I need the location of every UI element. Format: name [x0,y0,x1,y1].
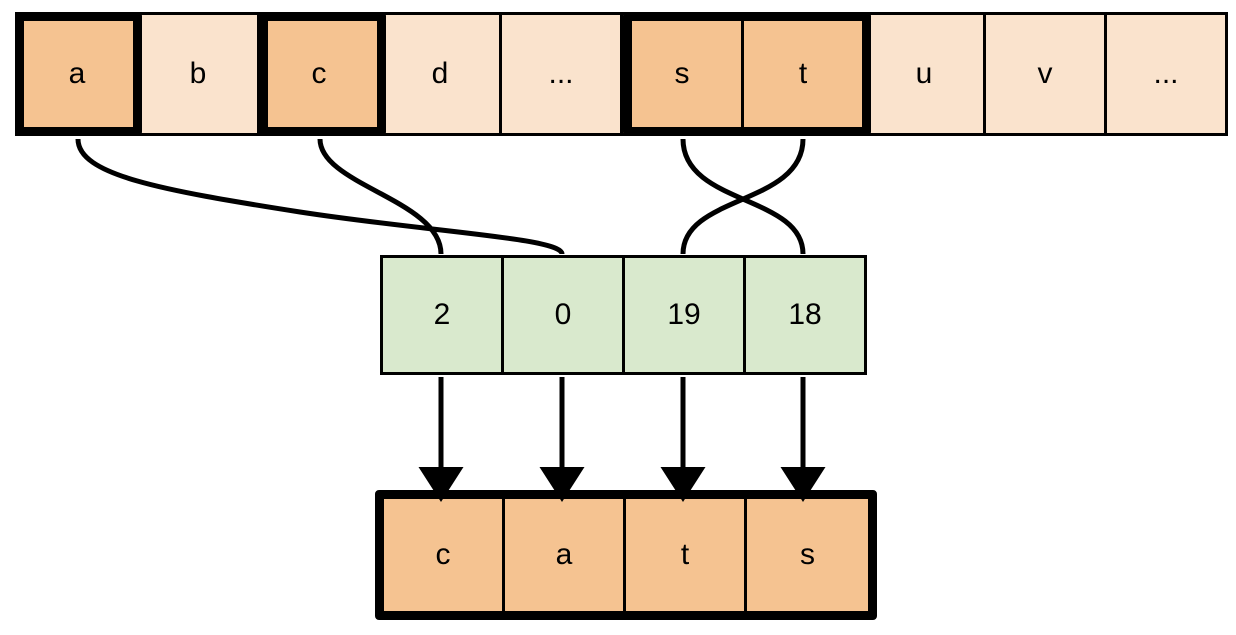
index-cell-1[interactable]: 2 [383,258,504,372]
alphabet-cell-c[interactable]: c [260,15,381,133]
curve-c-to-index-2 [317,138,444,255]
alphabet-cell-b[interactable]: b [139,15,260,133]
alphabet-cell-label: c [311,57,327,90]
alphabet-cell-label: ... [1153,57,1179,90]
output-cell-2[interactable]: a [505,499,626,611]
alphabet-cell-label: ... [548,57,574,90]
alphabet-cell-label: d [431,57,449,90]
index-cell-4[interactable]: 18 [746,258,867,372]
output-cell-label: t [680,538,690,571]
index-cell-3[interactable]: 19 [625,258,746,372]
output-cell-1[interactable]: c [384,499,505,611]
alphabet-cell-label: b [189,57,207,90]
output-row: c a t s [375,490,877,620]
output-cell-3[interactable]: t [626,499,747,611]
alphabet-cell-label: v [1037,57,1053,90]
alphabet-cell-ellipsis-2[interactable]: ... [1107,15,1228,133]
output-cell-label: a [555,538,573,571]
alphabet-cell-v[interactable]: v [986,15,1107,133]
curve-s-to-index-18 [680,138,806,255]
curve-t-to-index-19 [680,138,806,255]
alphabet-cell-label: a [68,57,86,90]
alphabet-row: a b c d ... s t u v ... [15,12,1228,136]
output-cell-label: c [435,538,451,571]
curve-a-to-index-0 [75,138,565,256]
index-row: 2 0 19 18 [380,255,867,375]
output-cell-4[interactable]: s [747,499,868,611]
alphabet-cell-s[interactable]: s [623,15,744,133]
index-cell-label: 19 [667,298,701,331]
index-cell-label: 18 [788,298,822,331]
alphabet-cell-label: u [915,57,933,90]
alphabet-cell-label: s [674,57,690,90]
alphabet-cell-label: t [798,57,808,90]
alphabet-cell-ellipsis-1[interactable]: ... [502,15,623,133]
alphabet-cell-u[interactable]: u [865,15,986,133]
alphabet-cell-t[interactable]: t [744,15,865,133]
index-cell-2[interactable]: 0 [504,258,625,372]
alphabet-cell-a[interactable]: a [18,15,139,133]
index-cell-label: 2 [433,298,451,331]
output-cell-label: s [800,538,815,571]
index-cell-label: 0 [554,298,572,331]
alphabet-cell-d[interactable]: d [381,15,502,133]
